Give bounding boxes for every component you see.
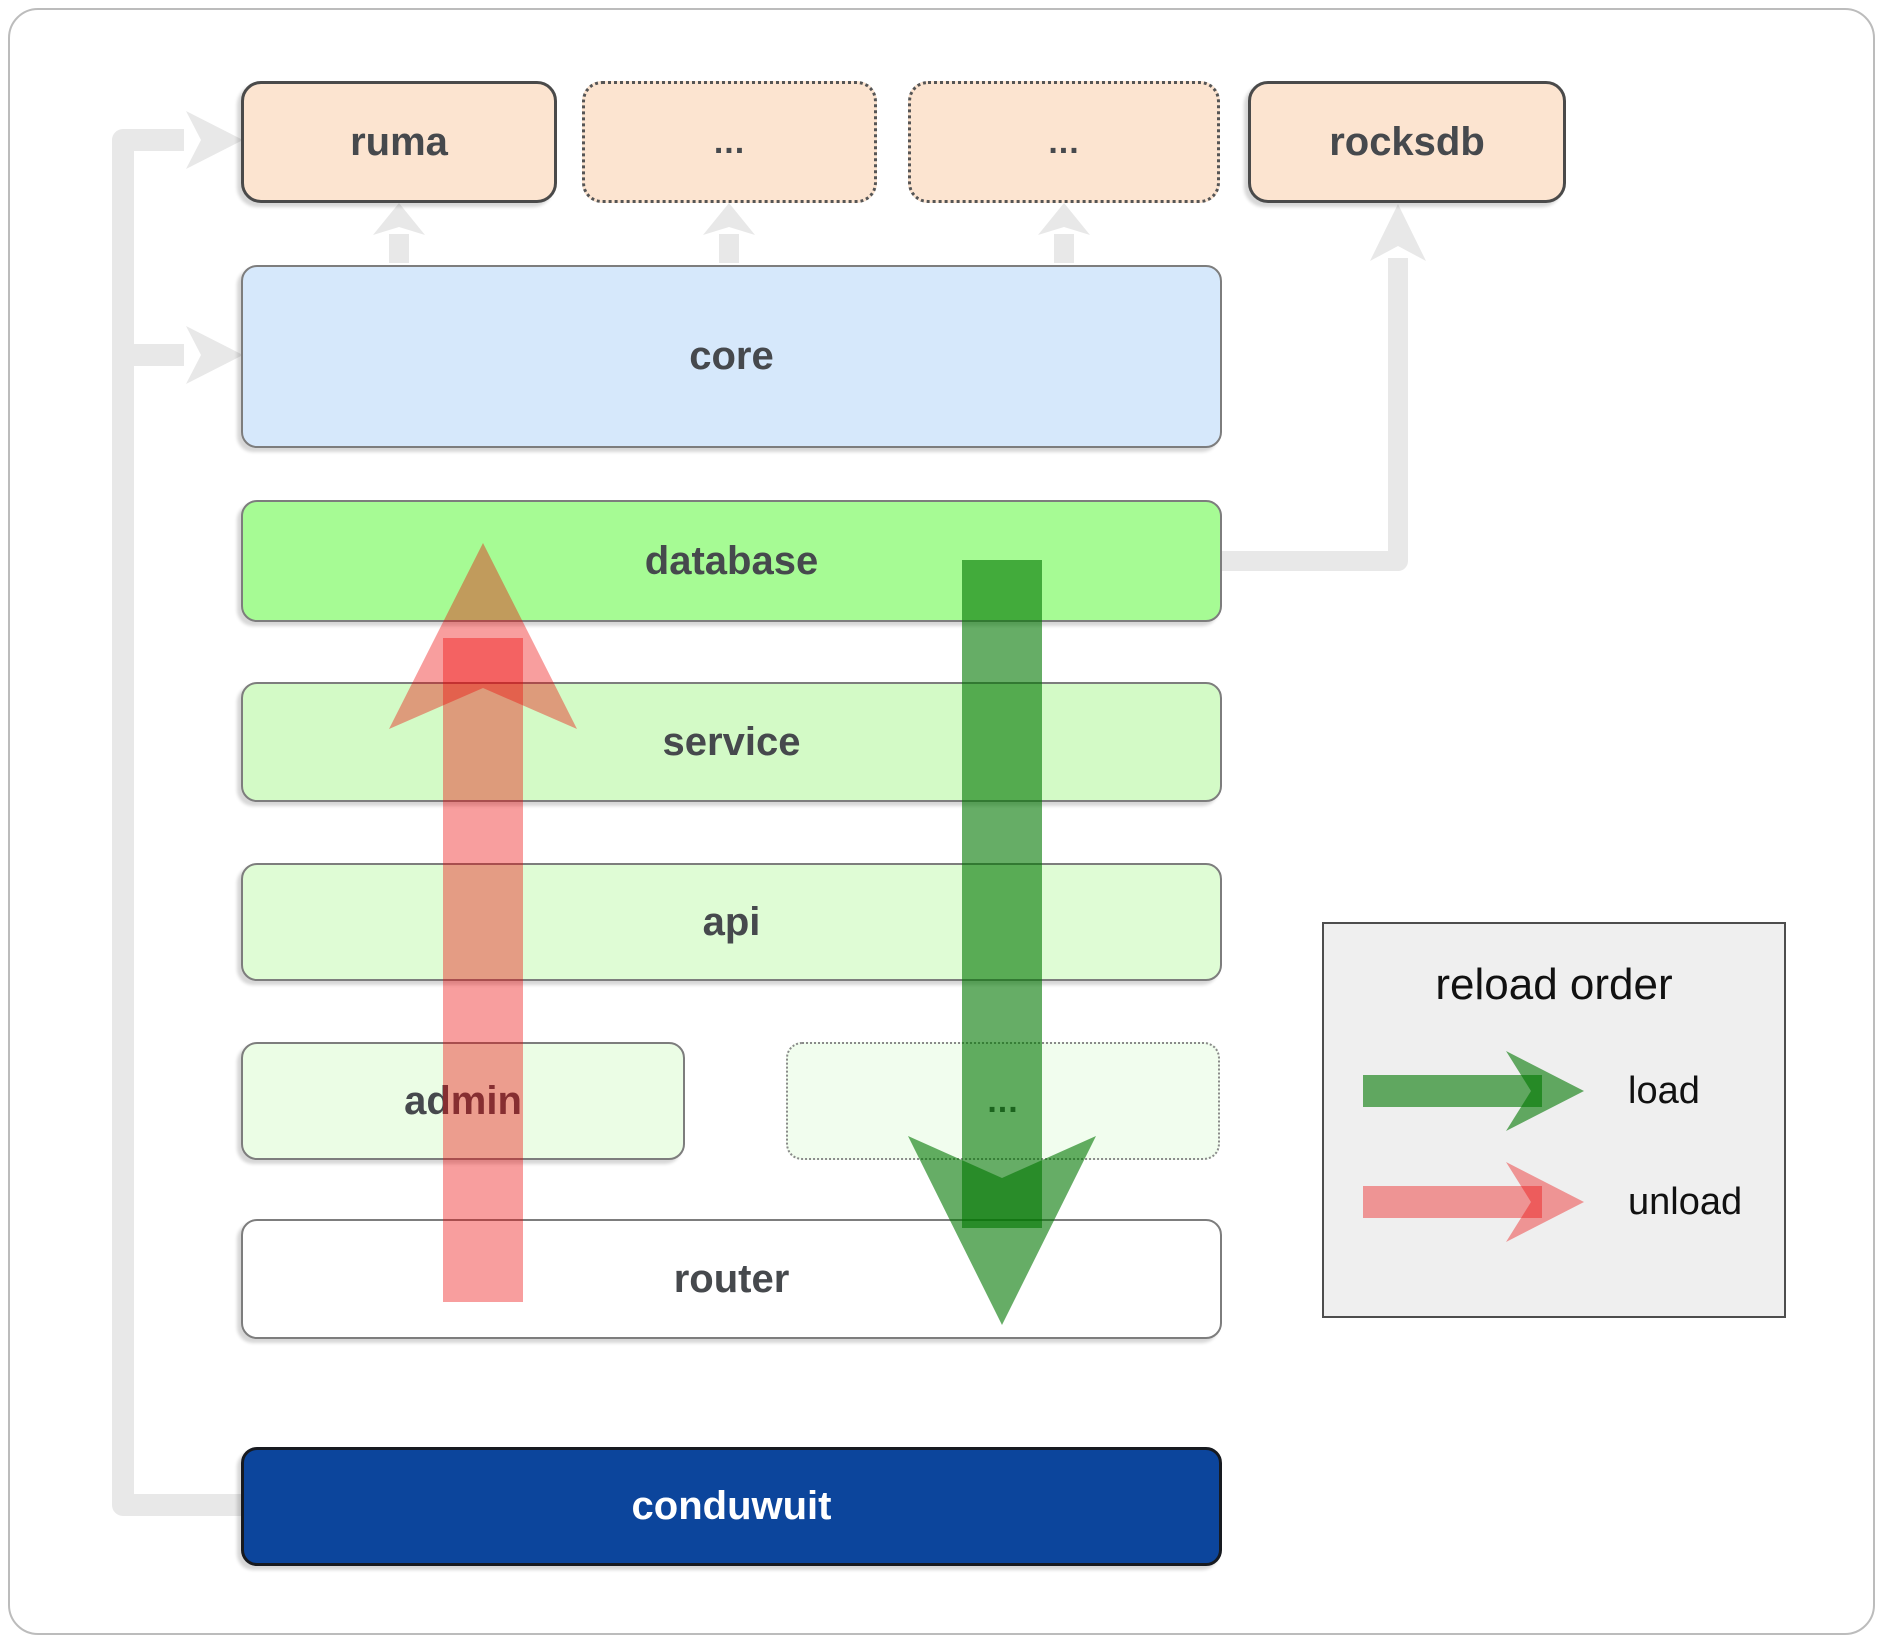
unload-arrow-shaft bbox=[443, 638, 523, 1302]
node-rocksdb: rocksdb bbox=[1248, 81, 1566, 203]
node-admin-label: admin bbox=[404, 1078, 522, 1123]
legend: reload order bbox=[1322, 922, 1786, 1318]
legend-unload-arrow-shaft bbox=[1363, 1186, 1542, 1218]
conduwuit-to-ruma-connector bbox=[112, 129, 243, 1516]
node-ruma-extra-1: ... bbox=[582, 81, 877, 203]
legend-load-arrow-shaft bbox=[1363, 1075, 1542, 1107]
node-ruma: ruma bbox=[241, 81, 557, 203]
node-rocksdb-label: rocksdb bbox=[1329, 119, 1485, 164]
unload-arrowhead-icon bbox=[389, 543, 577, 729]
node-database: database bbox=[241, 500, 1222, 622]
rocksdb-arrowhead-icon bbox=[1370, 204, 1426, 261]
ruma-arrowhead-icon bbox=[186, 111, 243, 169]
node-api: api bbox=[241, 863, 1222, 981]
node-admin: admin bbox=[241, 1042, 685, 1160]
core-arrowhead-icon bbox=[186, 326, 243, 384]
node-ruma-label: ruma bbox=[350, 119, 448, 164]
node-router: router bbox=[241, 1219, 1222, 1339]
legend-unload-arrowhead-icon bbox=[1506, 1162, 1584, 1242]
legend-title: reload order bbox=[1435, 960, 1673, 1009]
node-ruma-extra-1-label: ... bbox=[713, 122, 746, 161]
node-service: service bbox=[241, 682, 1222, 802]
node-core-label: core bbox=[689, 334, 774, 378]
node-api-label: api bbox=[702, 899, 761, 944]
core-to-extra1-arrowhead-icon bbox=[703, 203, 755, 235]
core-to-extra2-arrowhead-icon bbox=[1038, 203, 1090, 235]
legend-unload-label: unload bbox=[1628, 1181, 1743, 1223]
legend-load-arrowhead-icon bbox=[1506, 1051, 1584, 1131]
node-ruma-extra-2-label: ... bbox=[1048, 122, 1080, 161]
legend-load-label: load bbox=[1628, 1070, 1700, 1112]
node-router-label: router bbox=[673, 1256, 790, 1301]
node-service-label: service bbox=[662, 719, 801, 764]
node-core: core bbox=[241, 265, 1222, 448]
load-arrowhead-icon bbox=[908, 1136, 1096, 1325]
load-arrow-shaft bbox=[962, 560, 1042, 1228]
node-ruma-extra-2: ... bbox=[908, 81, 1220, 203]
database-to-rocksdb-connector bbox=[1222, 258, 1408, 571]
core-to-ruma-arrowhead-icon bbox=[373, 203, 425, 235]
node-conduwuit-label: conduwuit bbox=[631, 1484, 832, 1528]
node-database-label: database bbox=[644, 538, 819, 583]
node-conduwuit: conduwuit bbox=[241, 1447, 1222, 1566]
